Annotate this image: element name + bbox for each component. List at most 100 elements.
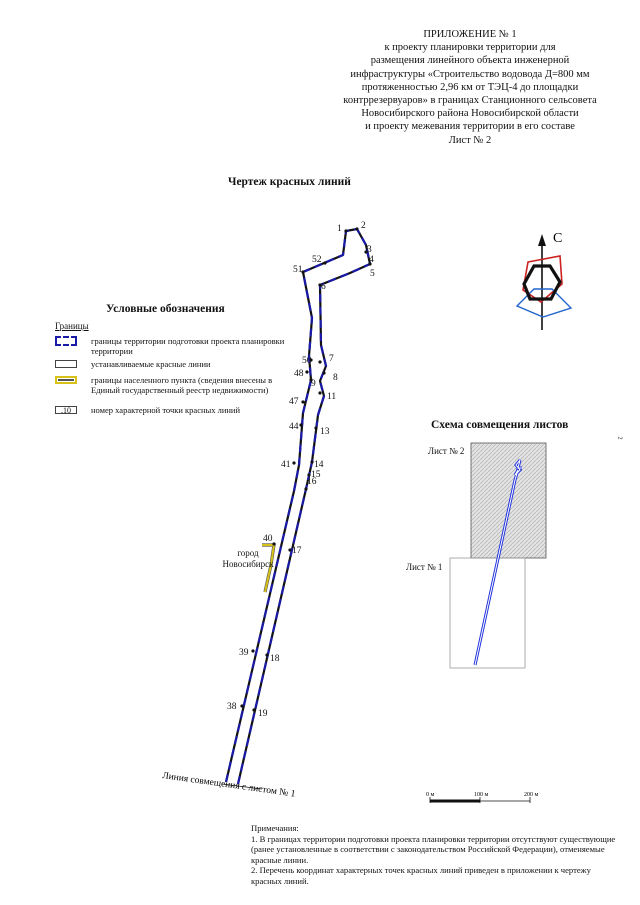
header-line: контррезервуаров» в границах Станционног… (343, 95, 597, 107)
city-label-line: город (237, 548, 259, 558)
point-mark (240, 704, 244, 708)
legend-item-text: границы населенного пункта (сведения вне… (91, 375, 273, 395)
point-mark (318, 283, 322, 287)
header-line: Лист № 2 (448, 134, 492, 146)
plain-swatch-icon (55, 360, 77, 368)
point-label: 19 (258, 709, 268, 719)
legend-group-title: Границы (55, 321, 89, 331)
point-labels: 1 2 3 4 5 6 7 8 9 11 13 14 15 16 17 18 1… (227, 221, 375, 719)
point-mark (322, 371, 326, 375)
point-mark (310, 460, 314, 464)
boundary-west (224, 230, 348, 783)
scale-label: 0 м (426, 792, 435, 798)
point-label: 1 (337, 224, 342, 234)
header-line: и проекту межевания территории в его сос… (365, 121, 575, 133)
point-label: 5 (370, 269, 375, 279)
north-arrow-icon (515, 234, 573, 330)
point-label: 16 (307, 477, 317, 487)
point-label: 13 (320, 427, 330, 437)
characteristic-points (240, 227, 372, 712)
point-mark (344, 229, 348, 233)
sheet2-label: Лист № 2 (428, 446, 465, 456)
point-mark (265, 653, 269, 657)
legend-item-text: границы территории подготовки проекта пл… (91, 336, 285, 356)
point-mark (309, 358, 313, 362)
notes-title: Примечания: (251, 823, 299, 833)
point-label: 11 (327, 392, 336, 402)
point-mark (292, 461, 296, 465)
point-swatch-icon: .10 (55, 406, 77, 415)
header-line: размещения линейного объекта инженерной (370, 55, 570, 67)
match-line (221, 783, 263, 790)
scale-bar (429, 797, 531, 803)
point-mark (252, 708, 256, 712)
point-label: 47 (289, 397, 299, 407)
point-label: 4 (369, 255, 374, 265)
legend-item-text: номер характерной точки красных линий (91, 405, 241, 415)
point-label: 6 (321, 282, 326, 292)
point-label: 40 (263, 534, 273, 544)
legend-item-text: устанавливаемые красные линии (91, 359, 211, 369)
redline-west (224, 230, 348, 783)
sheet2-frame (470, 442, 547, 559)
point-label: 51 (293, 265, 303, 275)
point-label: 7 (329, 354, 334, 364)
point-label: 8 (333, 373, 338, 383)
north-label: С (553, 231, 562, 246)
point-label: 3 (367, 245, 372, 255)
point-mark (301, 270, 305, 274)
point-label: 39 (239, 648, 249, 658)
point-mark (355, 227, 359, 231)
drawing-title: Чертеж красных линий (228, 176, 351, 188)
point-mark (309, 378, 313, 382)
city-label-line: Новосибирск (222, 559, 274, 569)
note-item: 2. Перечень координат характерных точек … (251, 865, 591, 886)
sheet-scheme (449, 442, 547, 669)
scale-label: 200 м (524, 792, 539, 798)
point-label: 17 (292, 546, 302, 556)
match-line-label: Линия совмещения с листом № 1 (162, 771, 297, 800)
point-label: 50 (302, 356, 312, 366)
header-line: к проекту планировки территории для (384, 42, 556, 54)
point-label: 41 (281, 460, 291, 470)
boundary-east (236, 227, 372, 785)
point-mark (251, 649, 255, 653)
scale-label: 100 м (474, 792, 489, 798)
territory-boundary (224, 227, 372, 785)
point-label: 38 (227, 702, 237, 712)
settlement-boundary (262, 543, 276, 593)
sheet1-label: Лист № 1 (406, 562, 443, 572)
yellow-swatch-icon (55, 376, 77, 384)
point-label: 52 (312, 255, 322, 265)
point-mark (272, 542, 276, 546)
note-item: 1. В границах территории подготовки прое… (251, 833, 616, 865)
point-mark (318, 391, 322, 395)
page-number: 2 (616, 436, 623, 440)
point-mark (301, 400, 305, 404)
point-label: 18 (270, 654, 280, 664)
header-line: ПРИЛОЖЕНИЕ № 1 (423, 29, 517, 40)
point-mark (288, 548, 292, 552)
sheet1-frame (449, 557, 526, 669)
point-label: 15 (311, 470, 321, 480)
point-mark (364, 250, 368, 254)
point-mark (304, 487, 308, 491)
point-mark (305, 370, 309, 374)
legend-title: Условные обозначения (106, 303, 225, 315)
header-block: ПРИЛОЖЕНИЕ № 1 к проекту планировки терр… (300, 28, 640, 147)
point-mark (318, 360, 322, 364)
point-label: 14 (314, 460, 324, 470)
point-label: 44 (289, 422, 299, 432)
point-mark (299, 423, 303, 427)
point-mark (323, 261, 327, 265)
point-mark (307, 473, 311, 477)
scheme-title: Схема совмещения листов (431, 419, 569, 431)
header-line: инфраструктуры «Строительство водовода Д… (350, 68, 590, 80)
point-mark (368, 262, 372, 266)
point-label: 9 (311, 379, 316, 389)
point-label: 2 (361, 221, 366, 231)
city-label: город Новосибирск (218, 548, 278, 570)
blue-dashed-swatch-icon (55, 336, 77, 346)
point-mark (314, 426, 318, 430)
